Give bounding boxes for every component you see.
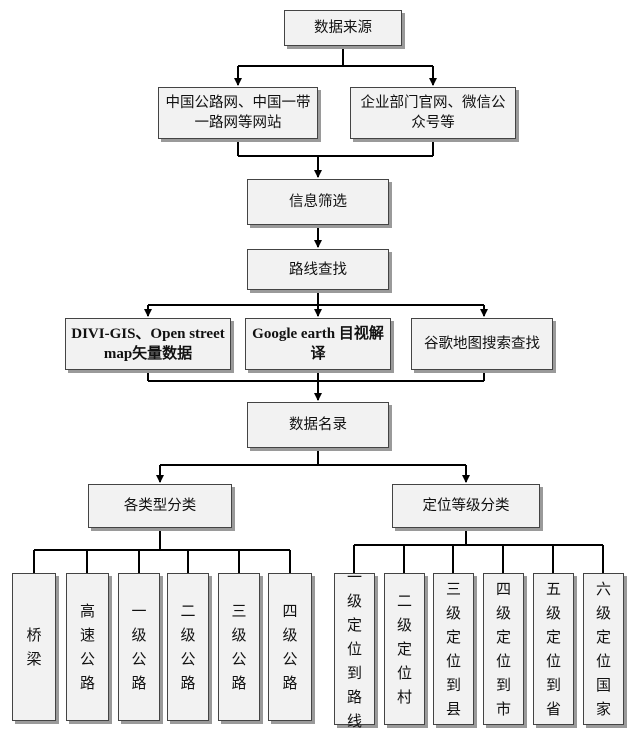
type-leaf: 三级公路 <box>218 573 260 721</box>
node-type-classification: 各类型分类 <box>88 484 232 528</box>
level-leaf: 二级定位村 <box>384 573 425 725</box>
level-leaf: 五级定位到省 <box>533 573 574 725</box>
level-leaf: 三级定位到县 <box>433 573 474 725</box>
node-level-classification: 定位等级分类 <box>392 484 540 528</box>
type-leaf: 高速公路 <box>66 573 109 721</box>
node-vector-data: DIVI-GIS、Open street map矢量数据 <box>65 318 231 370</box>
node-enterprise-sources: 企业部门官网、微信公众号等 <box>350 87 516 139</box>
node-web-sources: 中国公路网、中国一带一路网等网站 <box>158 87 318 139</box>
node-info-filter: 信息筛选 <box>247 179 389 225</box>
node-google-maps-search: 谷歌地图搜索查找 <box>411 318 553 370</box>
node-route-search: 路线查找 <box>247 249 389 290</box>
node-google-earth: Google earth 目视解译 <box>245 318 391 370</box>
node-data-source: 数据来源 <box>284 10 402 46</box>
level-leaf: 一级定位到路线 <box>334 568 375 730</box>
type-leaf: 四级公路 <box>268 573 312 721</box>
level-leaf: 四级定位到市 <box>483 573 524 725</box>
type-leaf: 一级公路 <box>118 573 160 721</box>
node-data-directory: 数据名录 <box>247 402 389 448</box>
type-leaf: 桥梁 <box>12 573 56 721</box>
type-leaf: 二级公路 <box>167 573 209 721</box>
level-leaf: 六级定位国家 <box>583 573 624 725</box>
